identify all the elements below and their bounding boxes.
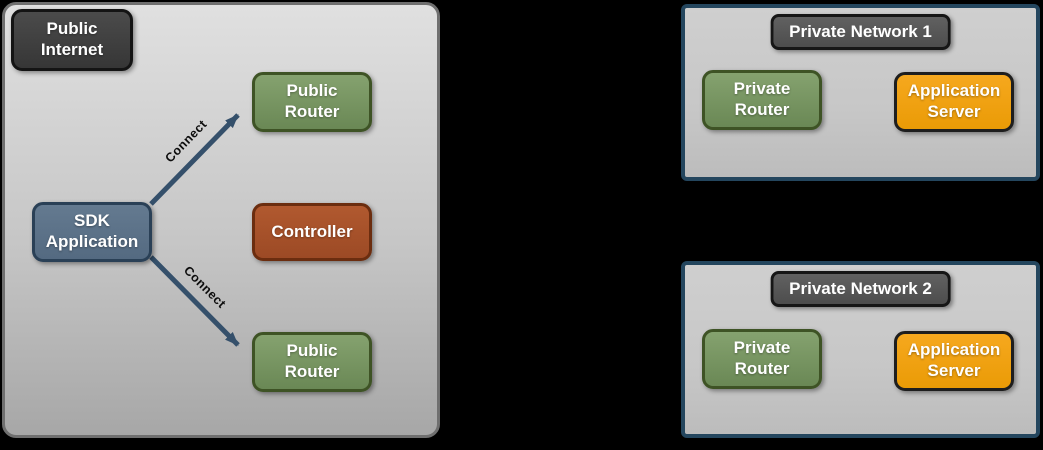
- private-network-1-title: Private Network 1: [770, 14, 951, 50]
- node-private-router-2-label: Private Router: [733, 338, 791, 378]
- node-private-router-2: Private Router: [702, 329, 822, 389]
- node-public-router-bottom-label: Public Router: [284, 341, 340, 381]
- edge-connect-bottom: [149, 255, 240, 347]
- node-controller-label: Controller: [271, 221, 353, 241]
- node-public-internet-label: Public Internet: [40, 19, 104, 59]
- node-application-server-1-label: Application Server: [907, 81, 1001, 121]
- node-public-router-bottom: Public Router: [252, 332, 372, 392]
- private-network-2-title: Private Network 2: [770, 271, 951, 307]
- node-private-router-1: Private Router: [702, 70, 822, 130]
- node-application-server-2-label: Application Server: [907, 340, 1001, 380]
- edge-label-connect-top: Connect: [163, 117, 210, 165]
- node-public-router-top-label: Public Router: [284, 81, 340, 121]
- node-public-router-top: Public Router: [252, 72, 372, 132]
- node-controller: Controller: [252, 203, 372, 261]
- private-network-1-container: Private Network 1 Private Router Applica…: [681, 4, 1040, 181]
- node-public-internet: Public Internet: [11, 9, 133, 71]
- node-application-server-1: Application Server: [894, 72, 1014, 132]
- edge-connect-top: [149, 113, 240, 206]
- node-private-router-1-label: Private Router: [733, 79, 791, 119]
- node-application-server-2: Application Server: [894, 331, 1014, 391]
- public-internet-zone: Connect Connect Public Internet Public R…: [2, 2, 440, 438]
- node-sdk-application: SDK Application: [32, 202, 152, 262]
- node-sdk-application-label: SDK Application: [45, 211, 139, 251]
- edge-label-connect-bottom: Connect: [181, 263, 229, 311]
- private-network-2-container: Private Network 2 Private Router Applica…: [681, 261, 1040, 438]
